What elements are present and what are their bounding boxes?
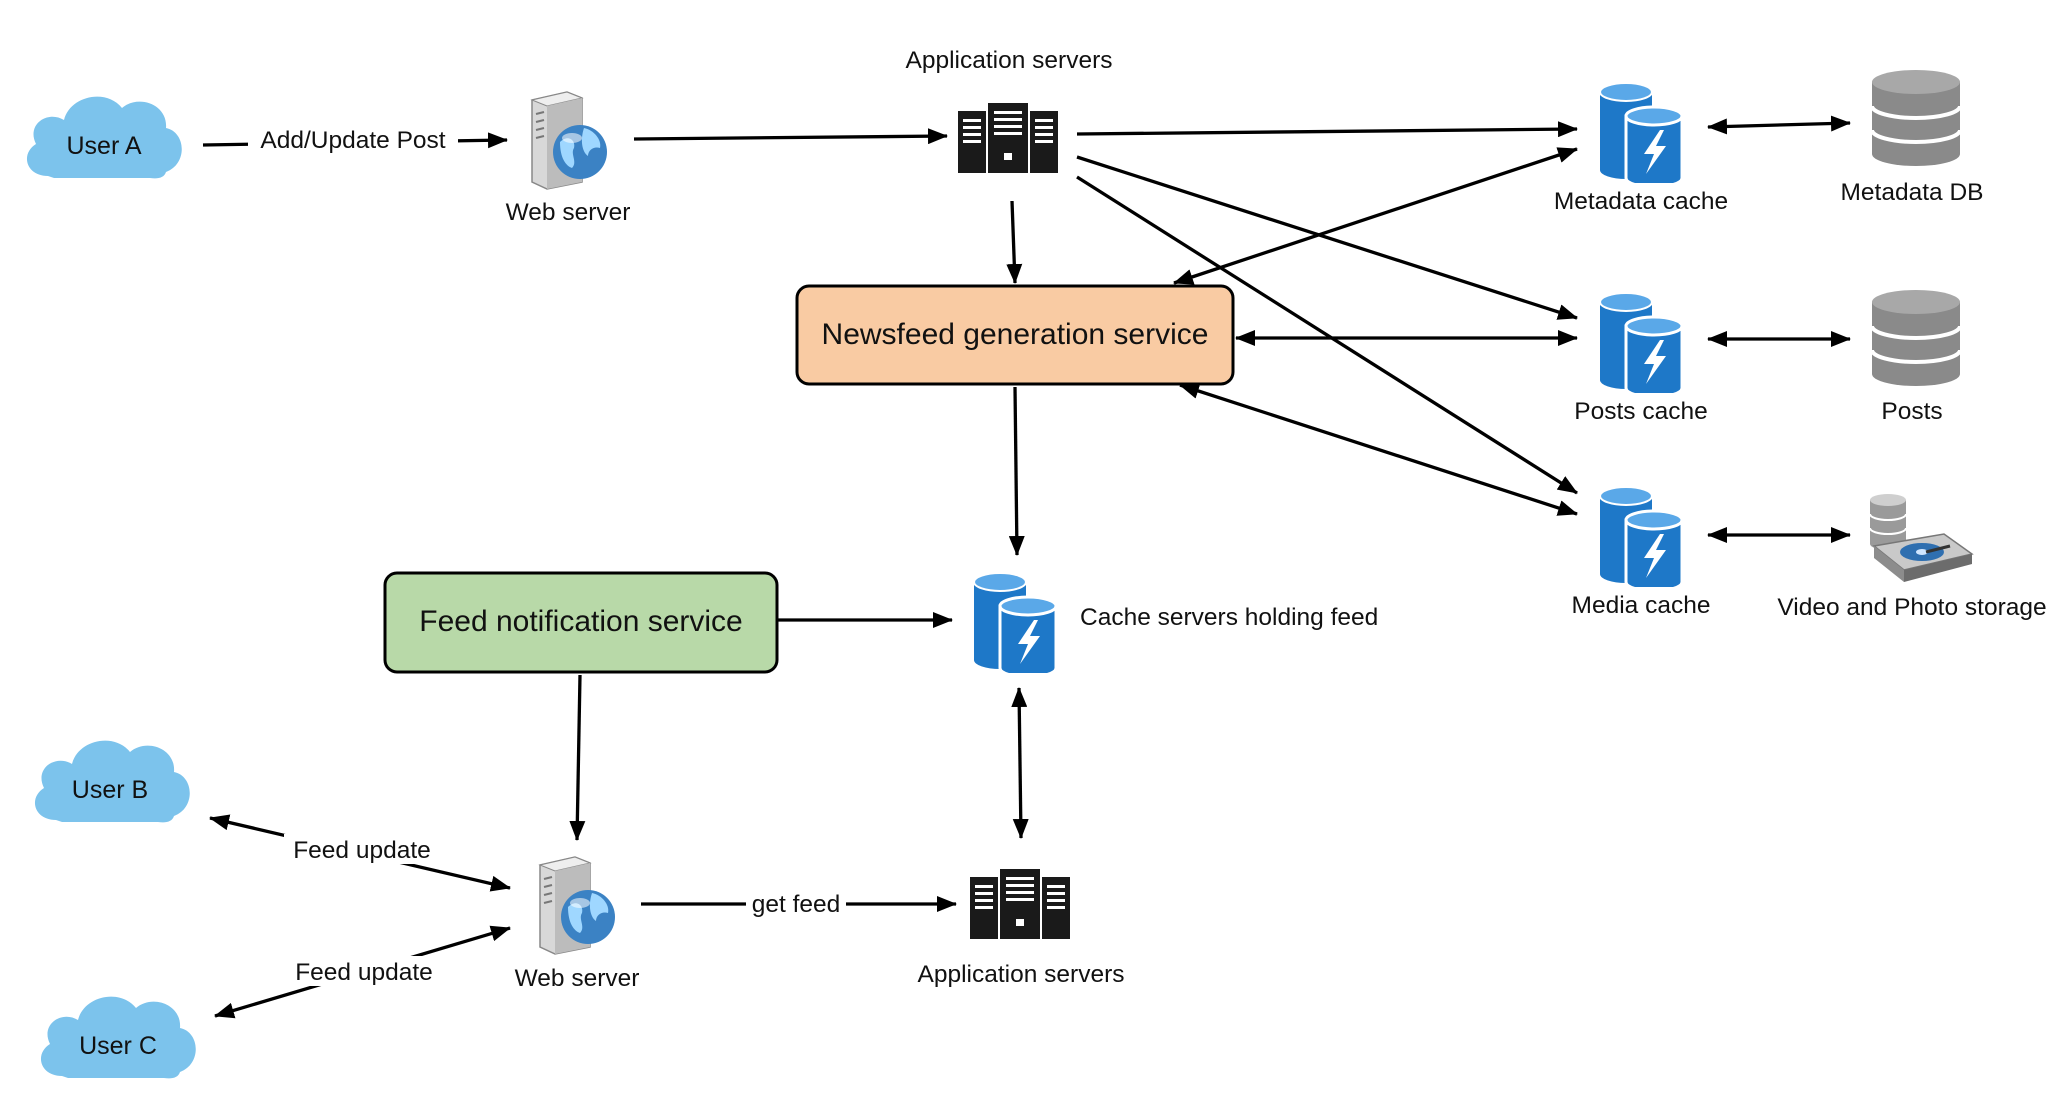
- web-server-globe-icon: [539, 856, 616, 955]
- app-servers-top: Application servers: [906, 47, 1113, 173]
- cache-cylinder-icon: [1598, 81, 1684, 183]
- posts-db: Posts: [1870, 288, 1962, 425]
- app-servers-bottom: Application servers: [918, 869, 1125, 988]
- edge-app-servers-to-newsfeed: [1006, 200, 1023, 284]
- web-server-top: Web server: [506, 91, 631, 226]
- feed-cache-label: Cache servers holding feed: [1080, 604, 1378, 631]
- user-a: User A: [26, 96, 182, 179]
- edge-label-feed-update-c: Feed update: [295, 959, 433, 986]
- cache-cylinder-icon: [972, 571, 1058, 673]
- web-server-bottom-label: Web server: [515, 965, 640, 992]
- media-storage-label: Video and Photo storage: [1777, 594, 2046, 621]
- metadata-db-label: Metadata DB: [1841, 179, 1984, 206]
- user-b: User B: [34, 740, 190, 823]
- edge-notification-to-web-server: [569, 674, 586, 841]
- user-b-label: User B: [72, 776, 148, 804]
- edge-label-feed-update-b: Feed update: [293, 837, 431, 864]
- edge-web-server-to-app-servers: [633, 128, 948, 145]
- media-cache-label: Media cache: [1572, 592, 1711, 619]
- database-icon: [1870, 68, 1962, 168]
- cache-cylinder-icon: [1598, 485, 1684, 587]
- notification-box: [383, 571, 779, 674]
- edge-newsfeed-to-feed-cache: [1008, 386, 1025, 556]
- newsfeed-box: [795, 284, 1235, 386]
- edge-label-add-update-post: Add/Update Post: [260, 127, 445, 154]
- app-servers-top-label: Application servers: [906, 47, 1113, 74]
- newsfeed-generation-service: Newsfeed generation service: [795, 284, 1235, 386]
- posts-cache: Posts cache: [1574, 291, 1708, 425]
- posts-cache-label: Posts cache: [1574, 398, 1707, 425]
- edge-metadata-cache-to-db: [1707, 115, 1851, 135]
- metadata-db: Metadata DB: [1841, 68, 1984, 206]
- server-rack-icon: [970, 869, 1070, 939]
- media-storage: Video and Photo storage: [1777, 492, 2047, 621]
- user-c-label: User C: [79, 1032, 157, 1060]
- storage-disk-icon: [1868, 492, 1974, 584]
- edge-app-servers-to-metadata-cache: [1076, 121, 1578, 138]
- server-rack-icon: [958, 103, 1058, 173]
- feed-notification-service: Feed notification service: [383, 571, 779, 674]
- media-cache: Media cache: [1572, 485, 1711, 619]
- posts-label: Posts: [1881, 398, 1942, 425]
- web-server-bottom: Web server: [515, 856, 640, 992]
- database-icon: [1870, 288, 1962, 388]
- app-servers-bottom-label: Application servers: [918, 961, 1125, 988]
- newsfeed-label: Newsfeed generation service: [822, 318, 1209, 351]
- edge-media-cache-to-newsfeed: [1179, 383, 1578, 516]
- edge-labels: Add/Update Post Feed update Feed update …: [248, 124, 846, 986]
- user-c: User C: [40, 996, 196, 1079]
- web-server-globe-icon: [531, 91, 608, 190]
- notification-label: Feed notification service: [419, 605, 743, 638]
- edge-feed-cache-to-app-servers: [1011, 687, 1029, 839]
- feed-cache: Cache servers holding feed: [972, 571, 1378, 673]
- metadata-cache-label: Metadata cache: [1554, 188, 1728, 215]
- edge-label-get-feed: get feed: [752, 891, 841, 918]
- web-server-top-label: Web server: [506, 199, 631, 226]
- cache-cylinder-icon: [1598, 291, 1684, 393]
- user-a-label: User A: [66, 132, 141, 160]
- edge-metadata-cache-to-newsfeed: [1173, 147, 1578, 285]
- metadata-cache: Metadata cache: [1554, 81, 1728, 215]
